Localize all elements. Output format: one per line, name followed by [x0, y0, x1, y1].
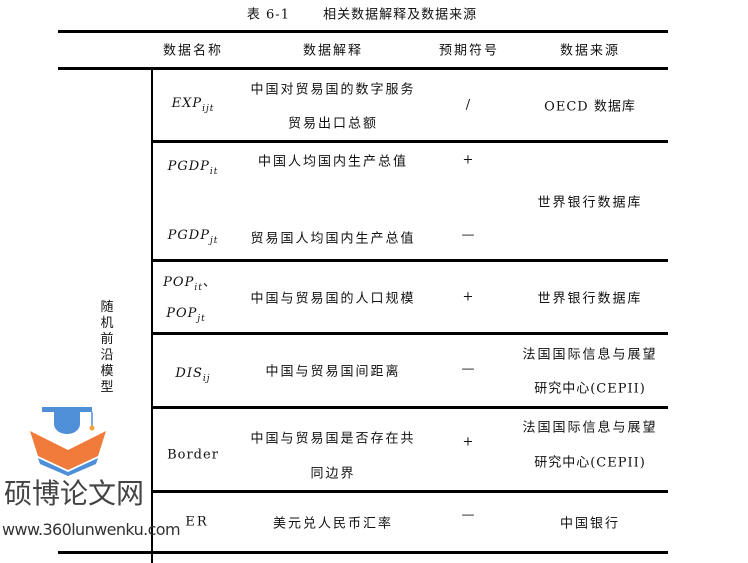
top-rule: [58, 30, 668, 33]
group-label: 随机前沿模型: [100, 300, 114, 395]
sign: /: [465, 97, 473, 113]
var-pop-jt: POPjt: [166, 306, 206, 324]
explain: 同边界: [310, 466, 356, 482]
sign: +: [462, 434, 476, 450]
header-name: 数据名称: [162, 43, 224, 59]
table-caption: 表 6-1 相关数据解释及数据来源: [246, 7, 478, 23]
source: 研究中心(CEPII): [534, 381, 646, 397]
var-border: Border: [167, 447, 219, 463]
row-rule: [152, 140, 668, 143]
explain: 中国与贸易国间距离: [265, 364, 401, 380]
var-pgdp-it: PGDPit: [167, 159, 219, 177]
explain: 中国与贸易国是否存在共: [250, 431, 416, 447]
watermark-title: 硕博论文网: [4, 477, 145, 510]
header-source: 数据来源: [559, 43, 621, 59]
explain: 中国人均国内生产总值: [257, 154, 409, 170]
row-rule: [152, 259, 668, 262]
row-rule: [152, 332, 668, 335]
explain: 贸易出口总额: [287, 116, 379, 132]
source: 研究中心(CEPII): [534, 455, 646, 471]
sign: +: [462, 152, 476, 168]
row-rule: [152, 406, 668, 409]
header-explain: 数据解释: [302, 43, 364, 59]
source: 法国国际信息与展望: [522, 420, 658, 436]
source: OECD 数据库: [544, 99, 636, 115]
source: 中国银行: [559, 516, 621, 532]
var-pgdp-jt: PGDPjt: [167, 228, 219, 246]
var-pop: POPit、: [163, 275, 217, 293]
sign: +: [462, 289, 476, 305]
row-rule: [152, 490, 668, 493]
watermark-url: www.360lunwenku.com: [2, 520, 181, 539]
header-sign: 预期符号: [438, 43, 500, 59]
explain: 贸易国人均国内生产总值: [250, 231, 416, 247]
group-divider: [151, 69, 153, 563]
sign: —: [461, 227, 477, 243]
explain: 中国与贸易国的人口规模: [250, 291, 416, 307]
sign: —: [461, 507, 477, 523]
bottom-rule: [58, 551, 668, 554]
watermark-logo-icon: [30, 407, 106, 476]
source: 法国国际信息与展望: [522, 347, 658, 363]
explain: 美元兑人民币汇率: [272, 516, 394, 532]
source: 世界银行数据库: [537, 195, 643, 211]
explain: 中国对贸易国的数字服务: [250, 82, 416, 98]
header-rule: [58, 67, 668, 70]
var-er: ER: [185, 514, 209, 530]
sign: —: [461, 361, 477, 377]
var-dis: DISij: [175, 366, 211, 384]
source: 世界银行数据库: [537, 291, 643, 307]
var-exp: EXPijt: [171, 96, 215, 114]
